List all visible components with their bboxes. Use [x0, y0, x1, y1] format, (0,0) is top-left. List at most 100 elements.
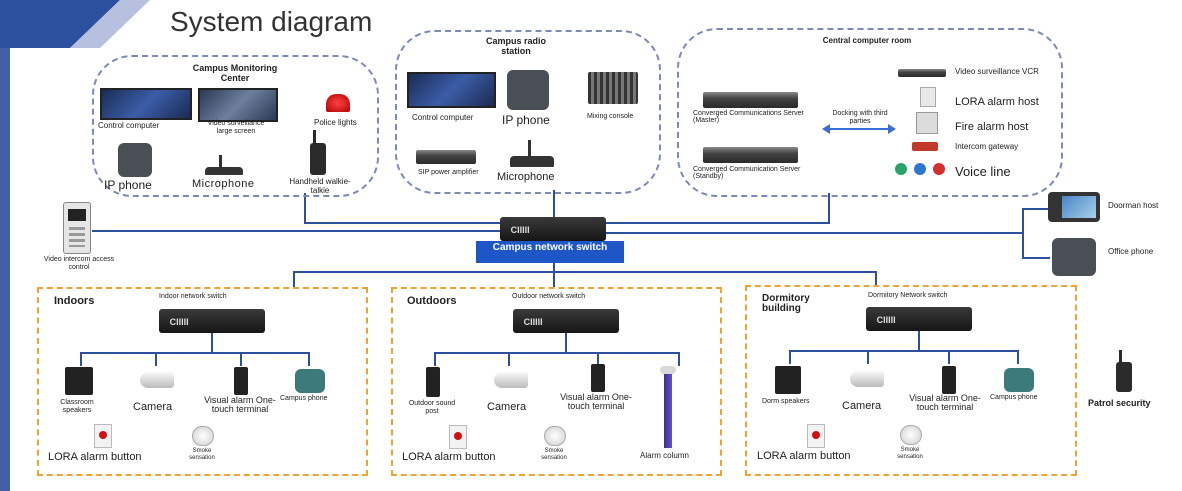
central-standby-label: Converged Communication Server (Standby) — [693, 166, 801, 180]
intercom-gateway-icon — [912, 142, 938, 151]
line-right-doorman — [1022, 208, 1048, 210]
dorm-speaker-icon — [775, 366, 801, 394]
central-room-box — [677, 28, 1063, 197]
indoors-speakers-label: Classroom speakers — [60, 399, 94, 414]
dormitory-terminal-icon — [942, 366, 956, 394]
dormitory-bus — [789, 350, 1019, 352]
dormitory-drop-4 — [1017, 350, 1019, 364]
indoors-bus — [80, 352, 310, 354]
indoors-camera-label: Camera — [133, 401, 173, 413]
outdoors-terminal-label: Visual alarm One-touch terminal — [560, 392, 632, 411]
page-title: System diagram — [170, 6, 373, 37]
radio-title: Campus radio station — [485, 36, 546, 56]
central-docking-label: Docking with third parties — [832, 110, 888, 125]
line-monitoring-h — [304, 222, 500, 224]
control-computer-monitor — [100, 88, 192, 120]
central-title: Central computer room — [822, 36, 912, 45]
radio-control-label: Control computer — [412, 113, 474, 122]
outdoors-column-label: Alarm column — [640, 451, 689, 460]
line-outdoor-down — [553, 271, 555, 287]
outdoors-drop-2 — [508, 352, 510, 366]
outdoors-post-label: Outdoor sound post — [408, 400, 456, 415]
walkie-label: Handheld walkie-talkie — [289, 177, 351, 195]
line-bottom-h — [293, 271, 877, 273]
outdoors-terminal-icon — [591, 364, 605, 392]
sip-amplifier-icon — [416, 150, 476, 164]
standby-server-icon — [703, 147, 798, 163]
vcr-icon — [898, 69, 946, 77]
outdoors-smoke-label: Smoke sensation — [541, 448, 567, 461]
dormitory-campus-phone-icon — [1004, 368, 1034, 392]
indoors-box — [37, 287, 368, 476]
campus-switch-label: Campus network switch — [476, 241, 624, 263]
outdoors-camera-label: Camera — [487, 401, 527, 413]
dormitory-drop-2 — [867, 350, 869, 364]
line-central-h — [606, 222, 830, 224]
walkie-talkie-icon — [310, 143, 326, 175]
outdoors-bus — [434, 352, 680, 354]
indoors-trunk — [211, 333, 213, 353]
indoors-drop-3 — [240, 352, 242, 366]
monitoring-microphone-label: Microphone — [192, 178, 255, 190]
outdoors-title: Outdoors — [407, 295, 457, 307]
outdoors-box — [391, 287, 722, 476]
header-accent-shape — [0, 0, 150, 48]
lora-host-icon — [920, 87, 936, 107]
dormitory-camera-icon — [850, 371, 884, 387]
radio-control-monitor — [407, 72, 496, 108]
dormitory-switch-label: Dormitory Network switch — [868, 292, 948, 299]
radio-sip-label: SIP power amplifier — [418, 169, 479, 176]
indoors-lora-label: LORA alarm button — [48, 451, 142, 463]
outdoors-camera-icon — [494, 372, 528, 388]
line-switch-down — [553, 262, 555, 272]
line-right-office — [1022, 257, 1050, 259]
dormitory-lora-label: LORA alarm button — [757, 450, 851, 462]
dormitory-drop-3 — [948, 350, 950, 364]
dormitory-terminal-label: Visual alarm One-touch terminal — [909, 393, 981, 412]
radio-microphone-label: Microphone — [497, 171, 555, 183]
indoors-campus-phone-icon — [295, 369, 325, 393]
monitoring-ip-phone-label: IP phone — [104, 178, 152, 192]
video-wall-screen — [198, 88, 278, 122]
dormitory-title: Dormitory building — [762, 293, 810, 314]
patrol-antenna — [1119, 350, 1122, 363]
office-phone-icon — [1052, 238, 1096, 276]
dormitory-drop-1 — [789, 350, 791, 364]
line-dorm-down — [875, 271, 877, 285]
dormitory-trunk — [918, 331, 920, 351]
radio-mixing-label: Mixing console — [587, 113, 634, 120]
outdoors-switch-icon: CIIIII — [513, 309, 619, 333]
doorman-host-icon — [1048, 192, 1100, 222]
indoors-lora-button-icon — [94, 424, 112, 448]
line-indoor-down — [293, 271, 295, 287]
docking-arrow-icon — [822, 124, 896, 134]
video-intercom-icon — [63, 202, 91, 254]
carrier-logos-icon — [895, 163, 945, 175]
monitoring-center-box — [92, 55, 379, 197]
outdoors-drop-3 — [597, 352, 599, 366]
patrol-walkie-icon — [1116, 362, 1132, 392]
central-vcr-label: Video surveillance VCR — [955, 67, 1039, 76]
header-accent — [0, 0, 150, 48]
indoors-drop-4 — [308, 352, 310, 366]
mixing-console-icon — [588, 72, 638, 104]
radio-station-box — [395, 30, 661, 194]
outdoors-trunk — [565, 333, 567, 353]
radio-ip-phone-icon — [507, 70, 549, 110]
indoors-terminal-icon — [234, 367, 248, 395]
indoors-terminal-label: Visual alarm One-touch terminal — [204, 395, 276, 414]
radio-microphone-icon — [510, 140, 554, 168]
line-monitoring-down — [304, 193, 306, 223]
radio-ip-phone-label: IP phone — [502, 113, 550, 127]
dormitory-box — [745, 285, 1077, 476]
campus-switch-icon: CIIIII — [500, 217, 606, 241]
outdoors-drop-4 — [678, 352, 680, 366]
indoors-drop-2 — [155, 352, 157, 366]
line-right-h — [606, 232, 1024, 234]
access-control-label: Video intercom access control — [43, 256, 115, 271]
indoors-smoke-label: Smoke sensation — [189, 448, 215, 461]
dormitory-lora-button-icon — [807, 424, 825, 448]
monitoring-title: Campus Monitoring Center — [192, 63, 278, 83]
central-master-label: Converged Communications Server (Master) — [693, 110, 804, 124]
dormitory-camera-label: Camera — [842, 400, 882, 412]
